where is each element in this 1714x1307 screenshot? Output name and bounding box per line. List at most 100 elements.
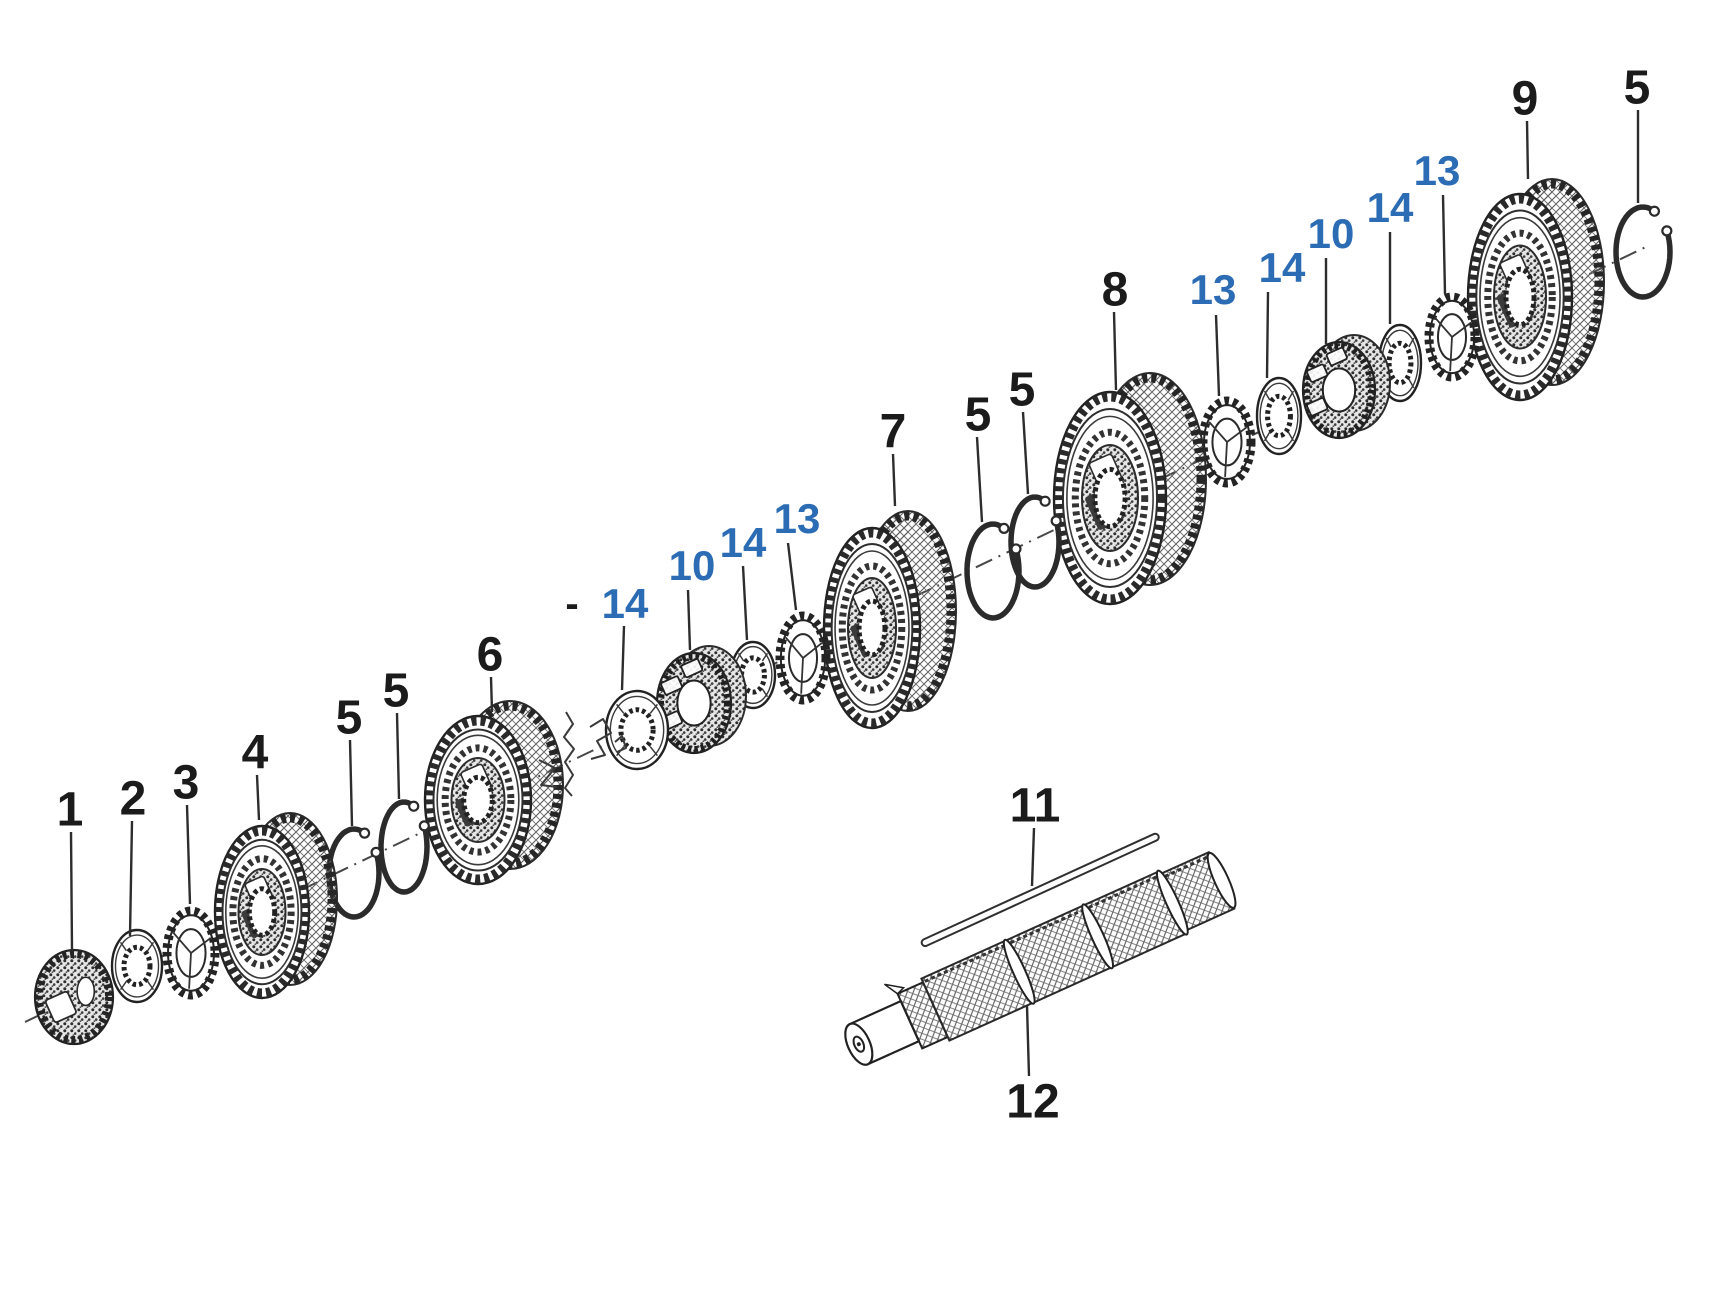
snap-ring-end-lug <box>370 846 382 858</box>
leader-line-5 <box>348 739 354 827</box>
leader-line-2 <box>128 820 134 937</box>
part-number-label-10: 10 <box>669 542 716 589</box>
part-12-splined-shaft <box>844 850 1237 1066</box>
washer-spline-bore <box>618 707 656 753</box>
synchro-teeth-ring <box>1071 428 1149 568</box>
part-7-gear <box>822 510 957 730</box>
snap-ring-end-lug <box>418 820 430 832</box>
part-number-label-13: 13 <box>1414 147 1461 194</box>
part-number-label-1: 1 <box>57 783 84 836</box>
leader-line-11 <box>1030 827 1036 887</box>
roller-window <box>1306 363 1329 383</box>
synchro-teeth-ring <box>1484 229 1556 365</box>
roller-window <box>680 658 704 679</box>
cage-bore <box>1321 367 1357 413</box>
hub-gear-bore <box>76 976 96 1007</box>
cage-bore <box>676 679 712 727</box>
leader-line-3 <box>185 804 192 905</box>
snap-ring-end-lug <box>998 522 1010 535</box>
part-number-label-5: 5 <box>1624 61 1651 114</box>
gear-inner-ring <box>436 734 520 866</box>
leader-line-4 <box>255 774 261 821</box>
washer-tick <box>1263 431 1271 442</box>
washer-tick <box>1287 431 1295 442</box>
part-number-label-14: 14 <box>1367 184 1414 231</box>
shaft-spline-edge <box>924 944 1004 983</box>
gear-back-teeth <box>243 813 337 985</box>
cage-knurl <box>1304 343 1374 437</box>
shaft-spline-edge <box>1009 909 1083 945</box>
part-number-label-3: 3 <box>173 756 200 809</box>
leader-line-9 <box>1525 120 1530 180</box>
lockwasher-teeth <box>1424 292 1480 382</box>
washer-tick <box>737 652 745 662</box>
part-5e-snap-ring <box>1613 204 1673 300</box>
part-14a-spline-washer <box>604 689 670 771</box>
rod-body <box>920 832 1160 948</box>
snap-ring-end-lug <box>1050 515 1062 527</box>
gear-front-teeth <box>824 528 920 728</box>
washer-tick <box>1263 390 1271 401</box>
snap-ring-end-lug <box>1661 225 1673 237</box>
shaft-tip-center <box>856 1042 861 1047</box>
washer-spline-bore <box>121 944 153 988</box>
lockwasher-spoke <box>1434 316 1453 338</box>
leader-line-13 <box>786 542 798 611</box>
part-number-label-10: 10 <box>1308 210 1355 257</box>
splined-bore <box>1503 266 1537 328</box>
washer-tick <box>649 703 658 714</box>
lockwasher-spoke <box>172 931 192 954</box>
lockwasher-teeth <box>775 611 831 705</box>
rod-group <box>920 832 1160 948</box>
roller-window <box>1325 346 1348 367</box>
washer-tick <box>1408 378 1415 389</box>
shaft-group <box>844 850 1237 1066</box>
splined-bore <box>856 598 888 658</box>
debris-mark <box>538 759 558 788</box>
washer-tick <box>119 980 128 991</box>
part-13a-lock-washer <box>775 611 831 705</box>
cage-knurl <box>658 654 730 752</box>
leader-line-14 <box>741 565 749 641</box>
part-number-label-9: 9 <box>1512 72 1539 125</box>
hub-gear-keyway <box>44 990 77 1023</box>
washer-spline-bore <box>739 655 767 695</box>
leader-line-5 <box>1021 411 1030 495</box>
leader-line-14 <box>1265 291 1270 379</box>
part-13c-lock-washer <box>1424 292 1480 382</box>
snap-ring-body <box>1613 204 1673 300</box>
part-2-thrust-washer <box>110 928 164 1004</box>
part-number-label-5: 5 <box>336 691 363 744</box>
snap-ring-end-lug <box>1010 543 1022 555</box>
stray-dash: - <box>565 582 578 626</box>
synchro-teeth-ring <box>229 855 295 969</box>
splined-bore <box>461 774 495 826</box>
part-5c-snap-ring <box>964 521 1022 621</box>
part-8-gear <box>1052 372 1207 606</box>
washer-tick <box>1287 390 1295 401</box>
gear-back-teeth <box>860 511 956 711</box>
washer-spline-bore <box>1386 340 1414 386</box>
lockwasher-spoke <box>785 636 804 659</box>
splined-bore <box>1092 466 1128 530</box>
lockwasher-spoke <box>802 642 823 659</box>
gear-inner-ring <box>834 550 910 706</box>
shaft-collar-ring <box>1081 903 1115 970</box>
snap-ring-end-lug <box>358 827 371 839</box>
leader-line-6 <box>489 676 494 713</box>
synchro-teeth-ring <box>441 744 515 856</box>
part-6-gear <box>423 700 564 886</box>
part-number-label-8: 8 <box>1102 263 1129 316</box>
washer-tick <box>761 688 769 698</box>
lockwasher-spoke <box>1451 321 1472 338</box>
gear-inner-ring <box>1479 216 1561 378</box>
washer-tick <box>146 980 155 991</box>
washer-tick <box>649 746 658 757</box>
lockwasher-spoke <box>800 657 804 694</box>
leader-line-7 <box>891 453 897 507</box>
leader-line-14 <box>620 625 626 691</box>
part-number-label-14: 14 <box>1259 244 1306 291</box>
part-1-clutch-hub-gear <box>33 948 115 1046</box>
lockwasher-spoke <box>188 952 192 989</box>
